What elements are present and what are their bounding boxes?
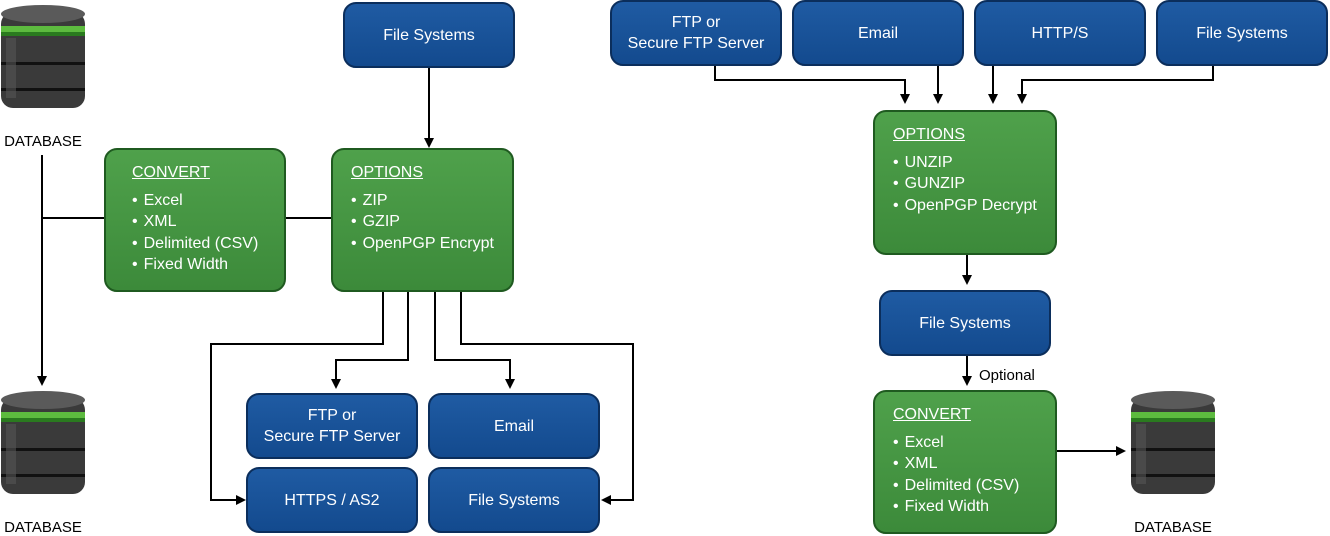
list-item: Fixed Width: [132, 254, 284, 276]
list-item: Delimited (CSV): [893, 475, 1055, 497]
options-to-email-arrow: [434, 292, 515, 389]
box-label: File Systems: [383, 26, 475, 44]
convert-box-left: CONVERT Excel XML Delimited (CSV) Fixed …: [104, 148, 286, 292]
list-item: ZIP: [351, 190, 512, 212]
box-label: FTP or Secure FTP Server: [627, 14, 765, 52]
email-box-right: Email: [792, 0, 964, 66]
list-item: Excel: [132, 190, 284, 212]
convert-title: CONVERT: [893, 406, 971, 423]
list-item: GZIP: [351, 211, 512, 233]
list-item: GUNZIP: [893, 173, 1055, 195]
db-label-bottom: DATABASE: [4, 519, 82, 536]
box-label: HTTPS / AS2: [284, 491, 380, 509]
optional-label: Optional: [979, 367, 1035, 384]
ftp-to-options-arrow: [714, 66, 910, 104]
box-label: HTTP/S: [1031, 24, 1089, 42]
convert-box-right: CONVERT Excel XML Delimited (CSV) Fixed …: [873, 390, 1057, 534]
email-box-left: Email: [428, 393, 600, 459]
box-label: Email: [493, 417, 534, 435]
options-to-files-arrow: [460, 292, 634, 505]
file-systems-box-left-bottom: File Systems: [428, 467, 600, 533]
box-label: FTP or Secure FTP Server: [263, 407, 401, 445]
file-systems-box-right-mid: File Systems: [879, 290, 1051, 356]
options-to-https-arrow: [210, 292, 384, 505]
box-label: File Systems: [919, 314, 1011, 332]
list-item: Excel: [893, 432, 1055, 454]
database-icon: [1131, 391, 1215, 494]
options-list: ZIP GZIP OpenPGP Encrypt: [351, 190, 512, 255]
files-to-options-arrow-right: [1017, 66, 1214, 104]
box-label: Email: [857, 24, 898, 42]
options-list: UNZIP GUNZIP OpenPGP Decrypt: [893, 152, 1055, 217]
options-box-right: OPTIONS UNZIP GUNZIP OpenPGP Decrypt: [873, 110, 1057, 255]
file-systems-box-right-top: File Systems: [1156, 0, 1328, 66]
options-title: OPTIONS: [351, 164, 424, 181]
list-item: OpenPGP Encrypt: [351, 233, 512, 255]
db-label-right: DATABASE: [1134, 519, 1212, 536]
database-icon: [1, 5, 85, 108]
list-item: Delimited (CSV): [132, 233, 284, 255]
options-to-ftp-arrow: [331, 292, 409, 389]
database-icon: [1, 391, 85, 494]
convert-list: Excel XML Delimited (CSV) Fixed Width: [893, 432, 1055, 518]
list-item: XML: [893, 453, 1055, 475]
box-label: File Systems: [1196, 24, 1288, 42]
db-label-top: DATABASE: [4, 133, 82, 150]
file-systems-box-left-top: File Systems: [343, 2, 515, 68]
http-box-right: HTTP/S: [974, 0, 1146, 66]
options-title: OPTIONS: [893, 126, 966, 143]
ftp-box-left: FTP or Secure FTP Server: [246, 393, 418, 459]
options-box-left: OPTIONS ZIP GZIP OpenPGP Encrypt: [331, 148, 514, 292]
convert-list: Excel XML Delimited (CSV) Fixed Width: [132, 190, 284, 276]
list-item: UNZIP: [893, 152, 1055, 174]
ftp-box-right: FTP or Secure FTP Server: [610, 0, 782, 66]
box-label: File Systems: [468, 491, 560, 509]
list-item: Fixed Width: [893, 496, 1055, 518]
https-as2-box: HTTPS / AS2: [246, 467, 418, 533]
convert-title: CONVERT: [132, 164, 210, 181]
list-item: XML: [132, 211, 284, 233]
list-item: OpenPGP Decrypt: [893, 195, 1055, 217]
